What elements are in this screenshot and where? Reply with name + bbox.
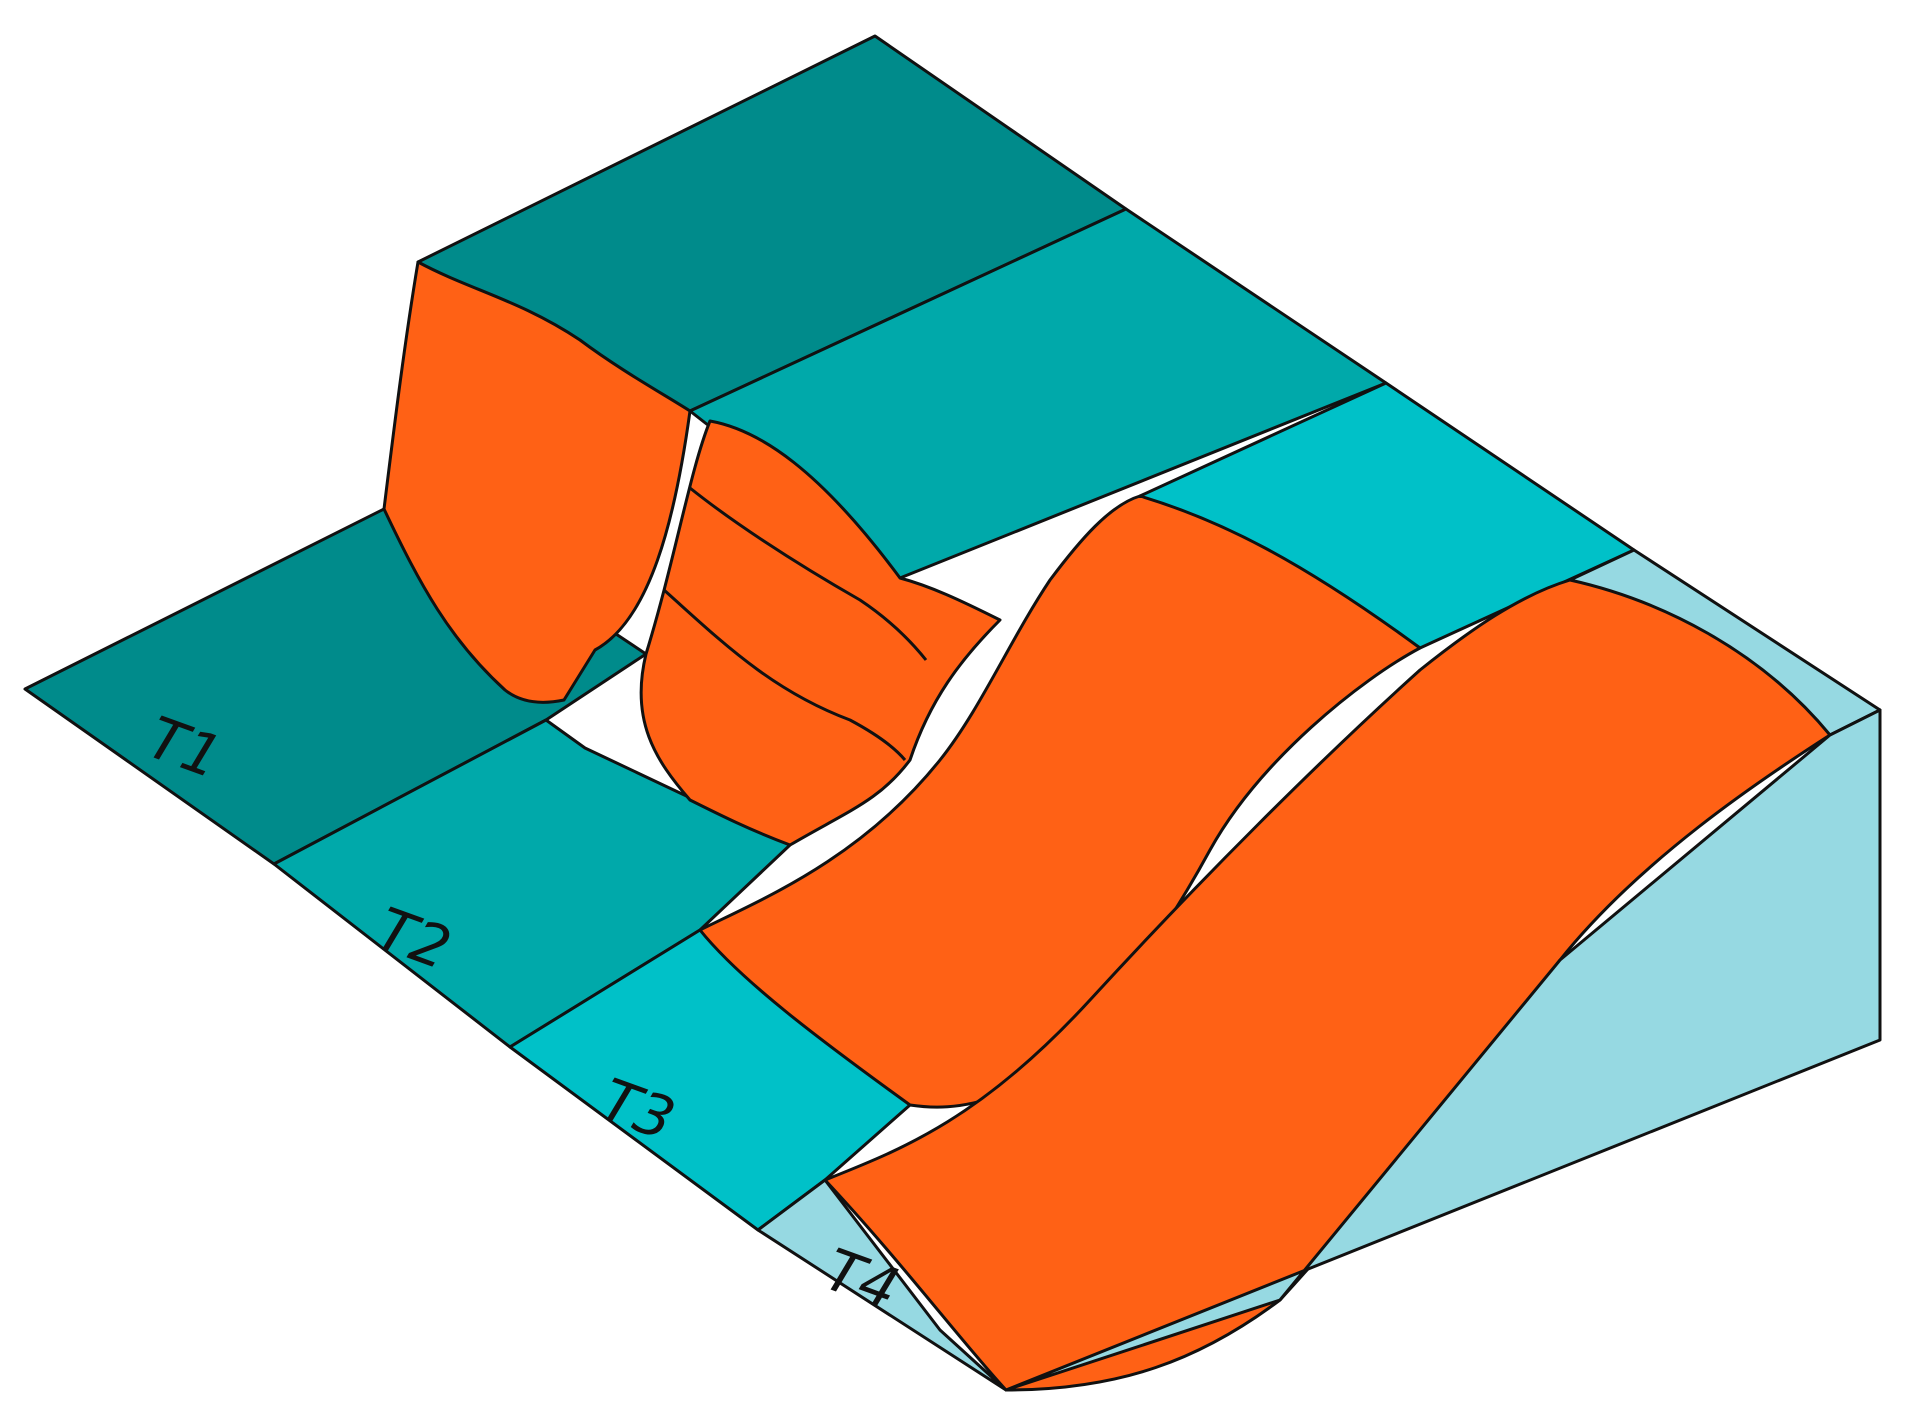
terrace-t3-lower-surface — [508, 928, 912, 1232]
right-wall — [1004, 708, 1882, 1392]
riser-t4-base — [823, 578, 1832, 1392]
terrace-t4-lower-surface — [756, 1178, 1008, 1392]
right-wall-face — [1004, 708, 1882, 1392]
riser-t3-t4 — [698, 494, 1422, 1109]
riser-t2-t3-strata-line — [663, 588, 907, 761]
terrace-risers — [382, 260, 1832, 1392]
riser-t1-t2 — [382, 260, 692, 704]
riser-t2-t3-strata-line — [689, 486, 928, 661]
riser-t2-t3 — [639, 419, 1002, 847]
